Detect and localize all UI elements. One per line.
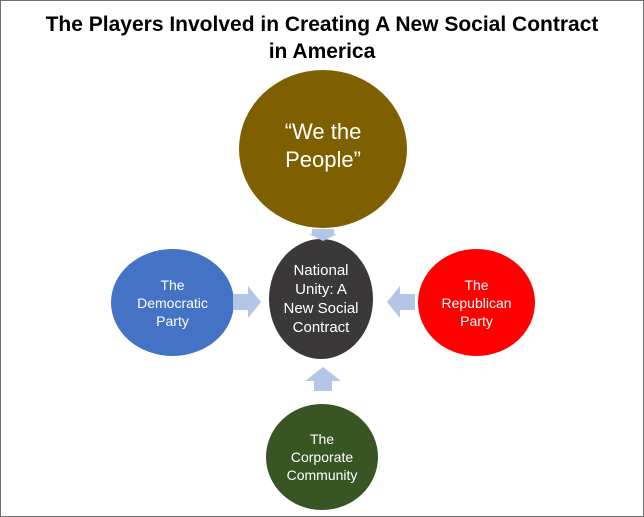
democratic-party-circle: The Democratic Party: [111, 249, 234, 356]
national-unity-line-1: National: [293, 262, 349, 279]
title-line-2: in America: [268, 40, 376, 63]
national-unity-circle: National Unity: A New Social Contract: [269, 239, 373, 359]
democratic-party-line-3: Party: [156, 312, 189, 329]
corporate-community-line-2: Corporate: [290, 449, 354, 465]
diagram-title: The Players Involved in Creating A New S…: [1, 11, 643, 65]
arrow-left-icon: [387, 286, 415, 318]
we-the-people-line-2: People”: [285, 147, 361, 172]
corporate-community-circle: The Corporate Community: [266, 404, 378, 510]
corporate-community-line-3: Community: [286, 467, 358, 483]
democratic-party-line-2: Democratic: [137, 294, 208, 311]
national-unity-line-4: Contract: [292, 319, 350, 336]
republican-party-circle: The Republican Party: [418, 249, 535, 356]
title-line-1: The Players Involved in Creating A New S…: [45, 13, 599, 36]
national-unity-line-2: Unity: A: [295, 281, 347, 298]
republican-party-line-3: Party: [460, 312, 493, 329]
democratic-party-line-1: The: [160, 276, 185, 293]
arrow-down-icon: [309, 229, 337, 241]
we-the-people-line-1: “We the: [284, 119, 362, 144]
we-the-people-circle: “We the People”: [239, 70, 407, 228]
republican-party-line-2: Republican: [441, 294, 512, 311]
corporate-community-line-1: The: [309, 431, 335, 447]
national-unity-line-3: New Social: [283, 300, 359, 317]
arrow-right-icon: [233, 286, 261, 318]
republican-party-line-1: The: [464, 276, 489, 293]
arrow-up-icon: [305, 367, 341, 391]
